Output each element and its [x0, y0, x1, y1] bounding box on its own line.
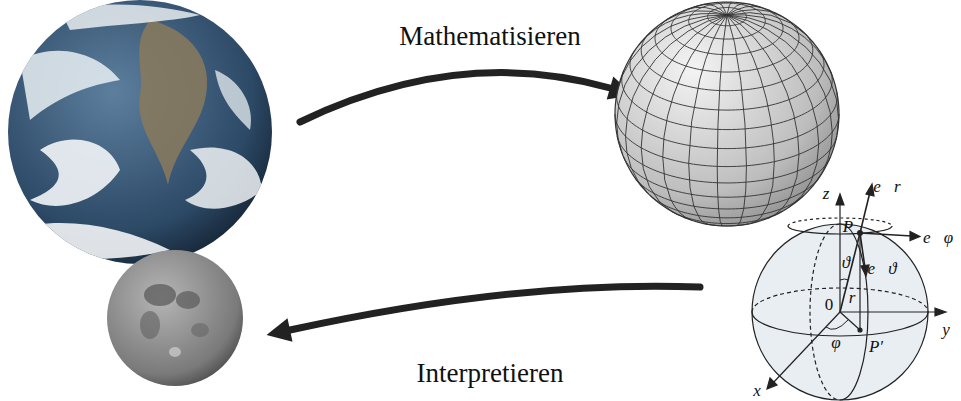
globe-sphere — [615, 2, 839, 226]
wireframe-globe — [615, 2, 839, 226]
earth-photo — [8, 0, 272, 264]
point-label: P′ — [869, 338, 883, 355]
axis-label: z — [823, 185, 830, 202]
origin-label: 0 — [825, 296, 834, 313]
vector-label: e⃗r — [873, 178, 900, 195]
angle-label: ϑ — [842, 254, 850, 271]
axis-label: y — [942, 321, 950, 338]
vector-label: e⃗φ — [923, 229, 953, 246]
spherical-coordinates-figure — [752, 184, 946, 400]
arrow-label: Mathematisieren — [399, 23, 580, 50]
vector-label: e⃗ϑ — [867, 260, 896, 277]
curved-arrow — [267, 286, 701, 342]
globe-graticule — [615, 2, 839, 226]
radius-label: r — [849, 289, 856, 306]
angle-label: φ — [831, 334, 840, 351]
curved-arrow — [300, 73, 633, 122]
point-label: P — [843, 218, 853, 235]
moon-photo — [107, 250, 243, 386]
axis-label: x — [753, 382, 761, 399]
arrow-label: Interpretieren — [417, 360, 564, 387]
